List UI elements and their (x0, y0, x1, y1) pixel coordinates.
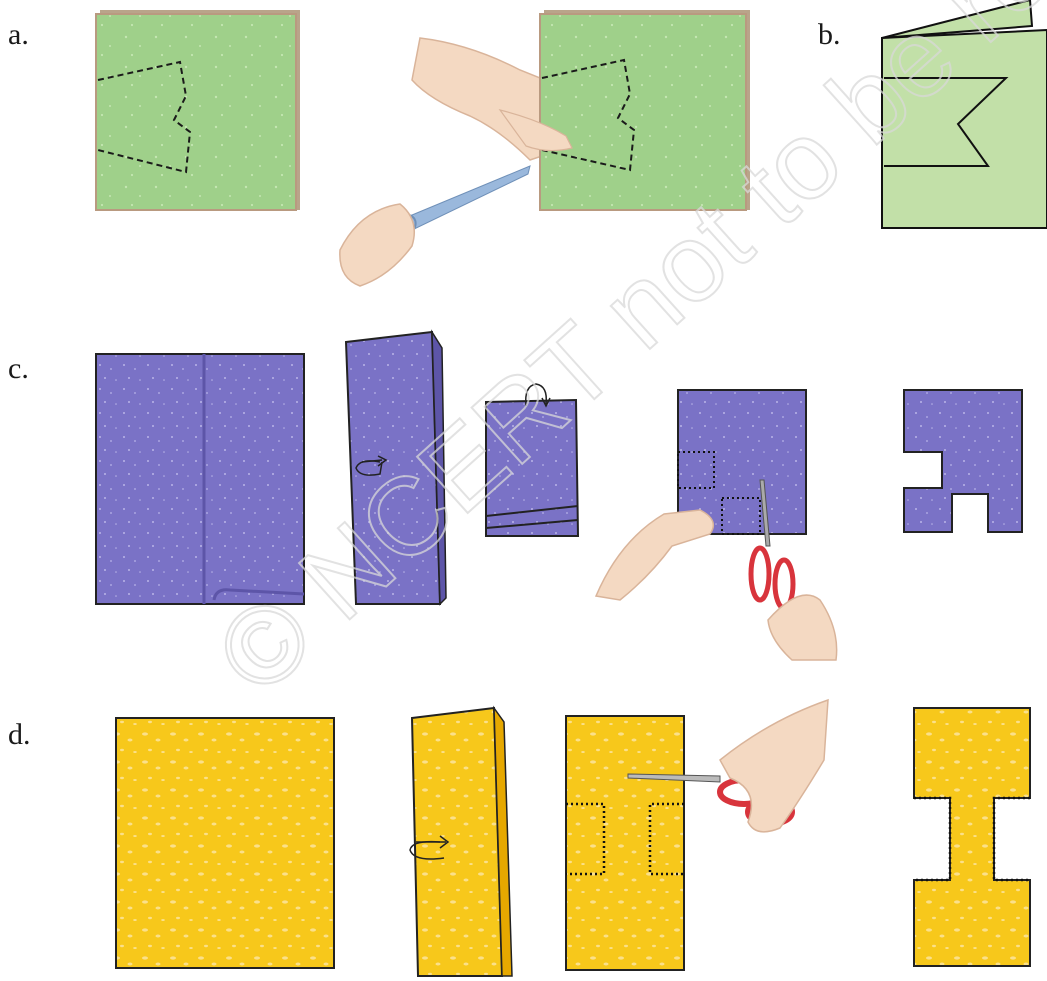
label-c: c. (8, 352, 29, 386)
label-d: d. (8, 718, 31, 752)
watermark-text: © NCERT not to be republished (194, 0, 1047, 718)
label-a: a. (8, 18, 29, 52)
label-b: b. (818, 18, 841, 52)
